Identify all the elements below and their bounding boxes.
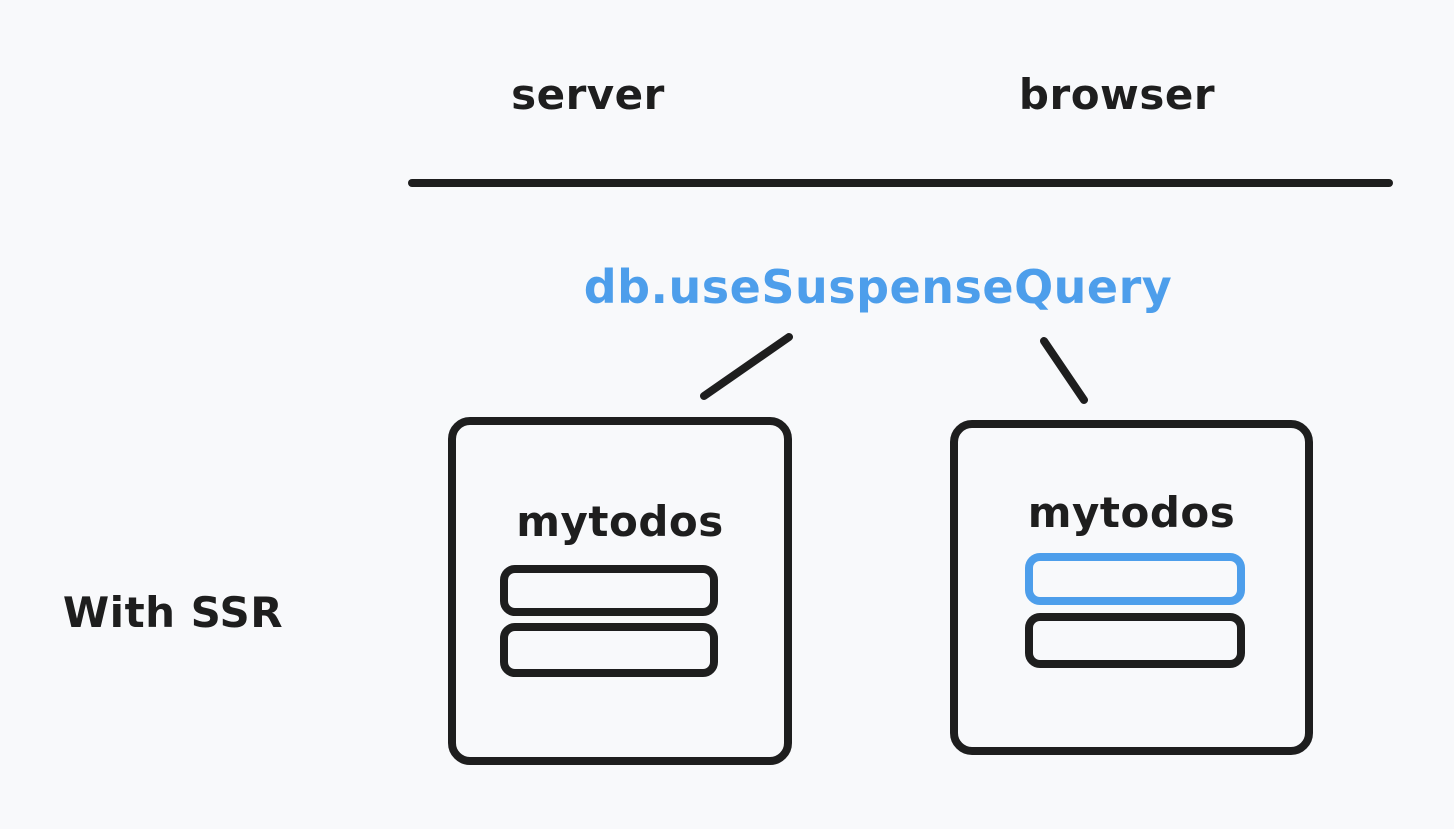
browser-app-title: mytodos — [1027, 488, 1236, 537]
connector-to-browser-box — [1040, 337, 1088, 404]
column-label-server: server — [511, 70, 665, 119]
header-divider-line — [408, 179, 1393, 187]
server-todo-item-bar-2 — [500, 623, 718, 677]
hook-annotation-label: db.useSuspenseQuery — [583, 260, 1173, 314]
browser-todo-item-bar-highlighted — [1025, 553, 1245, 605]
browser-todo-item-bar-2 — [1025, 613, 1245, 668]
browser-app-box: mytodos — [950, 420, 1313, 755]
server-todo-item-bar-1 — [500, 565, 718, 616]
server-app-box: mytodos — [448, 417, 792, 765]
connector-to-server-box — [700, 333, 793, 400]
column-label-browser: browser — [1018, 70, 1216, 119]
row-label-with-ssr: With SSR — [62, 588, 284, 637]
server-app-title: mytodos — [516, 497, 724, 546]
